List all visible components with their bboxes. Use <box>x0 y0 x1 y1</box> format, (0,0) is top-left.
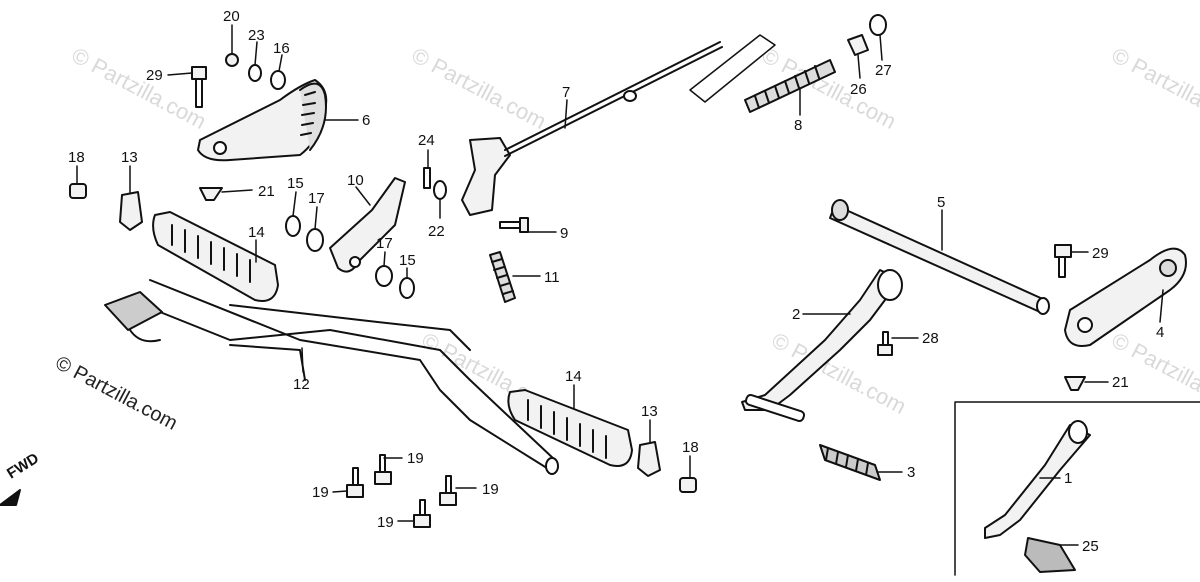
part-3-pedal-rubber <box>819 444 881 481</box>
leader-lines <box>76 24 1164 546</box>
callout-21: 21 <box>258 183 275 200</box>
inset-box <box>954 401 1200 576</box>
callout-20: 20 <box>223 8 240 25</box>
part-18-nut <box>679 477 697 493</box>
callout-24: 24 <box>418 132 435 149</box>
part-12-step-bar <box>129 279 559 475</box>
part-19-bolt <box>374 454 392 485</box>
callout-8: 8 <box>794 117 802 134</box>
part-23-washer <box>248 64 262 82</box>
fwd-arrow-icon <box>0 489 21 506</box>
callout-10: 10 <box>347 172 364 189</box>
callout-19: 19 <box>377 514 394 531</box>
callout-22: 22 <box>428 223 445 240</box>
callout-11: 11 <box>544 269 560 286</box>
part-13-bracket <box>119 191 143 231</box>
part-14-footpeg-rubber <box>152 211 279 302</box>
part-15-washer <box>285 215 301 237</box>
watermark-faint: © Partzilla.com <box>68 42 211 134</box>
part-15-washer <box>399 277 415 299</box>
callout-23: 23 <box>248 27 265 44</box>
callout-14: 14 <box>248 224 265 241</box>
callout-4: 4 <box>1156 324 1164 341</box>
part-13-bracket <box>637 441 661 477</box>
part-17-spring <box>306 228 324 252</box>
callout-13: 13 <box>121 149 138 166</box>
callout-25: 25 <box>1082 538 1099 555</box>
callout-18: 18 <box>68 149 85 166</box>
part-7-brake-rod <box>461 41 723 216</box>
part-5-shaft <box>829 199 1050 315</box>
callout-16: 16 <box>273 40 290 57</box>
part-10-plate <box>329 177 406 273</box>
part-17-spring <box>375 265 393 287</box>
part-11-spring <box>489 251 516 303</box>
brake-pedal-pad <box>104 291 163 331</box>
callout-29: 29 <box>1092 245 1109 262</box>
callout-27: 27 <box>875 62 892 79</box>
callout-12: 12 <box>293 376 310 393</box>
part-21-clip <box>1064 376 1086 391</box>
callout-19: 19 <box>482 481 499 498</box>
callout-6: 6 <box>362 112 370 129</box>
callout-19: 19 <box>407 450 424 467</box>
part-29-bolt <box>1054 244 1072 278</box>
part-4-arm <box>1064 247 1187 347</box>
callout-17: 17 <box>376 235 393 252</box>
callout-13: 13 <box>641 403 658 420</box>
watermark-faint: © Partzilla.com <box>408 42 551 134</box>
callout-1: 1 <box>1064 470 1072 487</box>
callout-19: 19 <box>312 484 329 501</box>
callout-3: 3 <box>907 464 915 481</box>
callout-5: 5 <box>937 194 945 211</box>
callout-28: 28 <box>922 330 939 347</box>
part-24-pin <box>423 167 431 189</box>
part-9-pin <box>499 217 529 233</box>
part-20-nut <box>225 53 239 67</box>
part-19-bolt <box>413 499 431 528</box>
callout-14: 14 <box>565 368 582 385</box>
part-27-nut <box>869 14 887 36</box>
callout-labels: 20 23 16 29 6 18 13 21 15 17 10 14 17 15… <box>68 8 1164 555</box>
watermark-faint: © Partzilla.com <box>1108 42 1200 134</box>
part-25-rubber <box>1024 537 1076 573</box>
part-22-washer <box>433 180 447 200</box>
callout-2: 2 <box>792 306 800 323</box>
part-1-lever <box>984 420 1091 539</box>
callout-29: 29 <box>146 67 163 84</box>
part-26-joint <box>847 34 869 56</box>
part-18-nut <box>69 183 87 199</box>
callout-26: 26 <box>850 81 867 98</box>
part-6-pedal-arm <box>197 79 328 162</box>
callout-17: 17 <box>308 190 325 207</box>
part-19-bolt <box>346 467 364 498</box>
callout-15: 15 <box>399 252 416 269</box>
part-2-kick-lever <box>741 269 903 422</box>
callout-15: 15 <box>287 175 304 192</box>
callout-21: 21 <box>1112 374 1129 391</box>
part-16-collar <box>270 70 286 90</box>
callout-9: 9 <box>560 225 568 242</box>
part-21-clip <box>199 187 223 201</box>
part-19-bolt <box>439 475 457 506</box>
callout-18: 18 <box>682 439 699 456</box>
callout-7: 7 <box>562 84 570 101</box>
part-29-bolt <box>191 66 207 108</box>
part-28-bolt <box>877 331 893 356</box>
part-14-footpeg-rubber <box>507 389 633 467</box>
part-8-spring <box>689 34 836 113</box>
